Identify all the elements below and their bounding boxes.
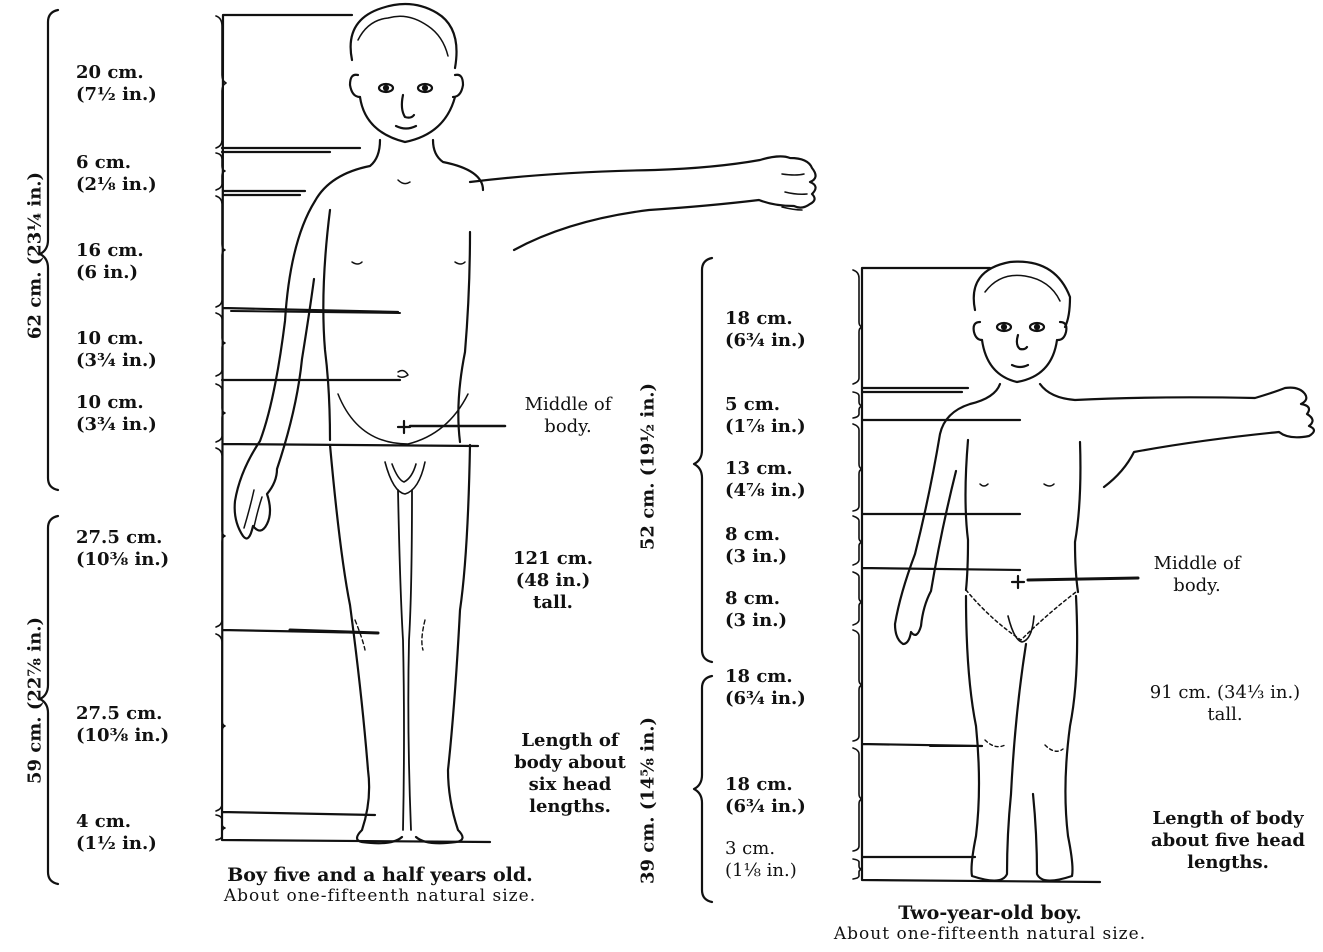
left-segment-2-label: 6 cm. (2⅛ in.) [76, 152, 157, 196]
right-middle-line2: body. [1132, 575, 1262, 597]
left-measure-boxes [222, 15, 490, 842]
right-seg5-cm: 8 cm. [725, 588, 787, 610]
right-caption-sub: About one-fifteenth natural size. [770, 924, 1210, 944]
left-segment-1-label: 20 cm. (7½ in.) [76, 62, 157, 106]
left-middle-label: Middle of body. [508, 394, 628, 438]
left-segment-5-label: 10 cm. (3¾ in.) [76, 392, 157, 436]
right-seg7-cm: 18 cm. [725, 774, 806, 796]
right-segment-1-label: 18 cm. (6¾ in.) [725, 308, 806, 352]
right-seg3-in: (4⅞ in.) [725, 480, 806, 502]
left-seg6-cm: 27.5 cm. [76, 527, 169, 549]
right-height-line2: tall. [1130, 704, 1320, 726]
left-height-line2: (48 in.) [498, 570, 608, 592]
left-height-label: 121 cm. (48 in.) tall. [498, 548, 608, 614]
left-middle-line1: Middle of [508, 394, 628, 416]
right-height-line1: 91 cm. (34⅓ in.) [1130, 682, 1320, 704]
right-seg6-cm: 18 cm. [725, 666, 806, 688]
right-segment-braces [853, 270, 862, 879]
left-seg6-in: (10⅜ in.) [76, 549, 169, 571]
right-middle-line1: Middle of [1132, 553, 1262, 575]
right-upper-total: 52 cm. (19½ in.) [638, 367, 659, 567]
left-segment-6-label: 27.5 cm. (10⅜ in.) [76, 527, 169, 571]
right-middle-label: Middle of body. [1132, 553, 1262, 597]
right-segment-8-label: 3 cm. (1⅛ in.) [725, 838, 797, 882]
left-upper-total: 62 cm. (23¼ in.) [25, 136, 46, 376]
left-segment-7-label: 27.5 cm. (10⅜ in.) [76, 703, 169, 747]
left-seg5-in: (3¾ in.) [76, 414, 157, 436]
left-caption: Boy five and a half years old. About one… [150, 864, 610, 906]
left-seg1-cm: 20 cm. [76, 62, 157, 84]
left-seg8-in: (1½ in.) [76, 833, 157, 855]
left-seg1-in: (7½ in.) [76, 84, 157, 106]
right-caption: Two-year-old boy. About one-fifteenth na… [770, 902, 1210, 944]
left-seg4-in: (3¾ in.) [76, 350, 157, 372]
right-seg3-cm: 13 cm. [725, 458, 806, 480]
right-lower-total: 39 cm. (14⅝ in.) [638, 701, 659, 901]
right-caption-title: Two-year-old boy. [770, 902, 1210, 924]
right-segment-7-label: 18 cm. (6¾ in.) [725, 774, 806, 818]
right-length-line1: Length of body [1136, 808, 1320, 830]
right-seg2-in: (1⅞ in.) [725, 416, 806, 438]
left-seg4-cm: 10 cm. [76, 328, 157, 350]
right-height-label: 91 cm. (34⅓ in.) tall. [1130, 682, 1320, 726]
left-segment-braces [216, 16, 226, 840]
left-height-line3: tall. [498, 592, 608, 614]
right-seg1-in: (6¾ in.) [725, 330, 806, 352]
right-seg6-in: (6¾ in.) [725, 688, 806, 710]
left-segment-8-label: 4 cm. (1½ in.) [76, 811, 157, 855]
left-seg3-in: (6 in.) [76, 262, 144, 284]
right-seg4-cm: 8 cm. [725, 524, 787, 546]
left-seg2-cm: 6 cm. [76, 152, 157, 174]
right-seg2-cm: 5 cm. [725, 394, 806, 416]
left-seg7-cm: 27.5 cm. [76, 703, 169, 725]
left-length-line1: Length of [505, 730, 635, 752]
left-seg8-cm: 4 cm. [76, 811, 157, 833]
right-segment-4-label: 8 cm. (3 in.) [725, 524, 787, 568]
left-seg3-cm: 16 cm. [76, 240, 144, 262]
left-lower-total: 59 cm. (22⅞ in.) [25, 581, 46, 821]
left-segment-4-label: 10 cm. (3¾ in.) [76, 328, 157, 372]
left-middle-line2: body. [508, 416, 628, 438]
right-pointer-lines [930, 578, 1138, 746]
right-length-label: Length of body about five head lengths. [1136, 808, 1320, 874]
left-caption-title: Boy five and a half years old. [150, 864, 610, 886]
right-seg1-cm: 18 cm. [725, 308, 806, 330]
left-length-line3: six head [505, 774, 635, 796]
right-seg5-in: (3 in.) [725, 610, 787, 632]
right-length-line3: lengths. [1136, 852, 1320, 874]
left-seg2-in: (2⅛ in.) [76, 174, 157, 196]
right-length-line2: about five head [1136, 830, 1320, 852]
right-seg8-in: (1⅛ in.) [725, 860, 797, 882]
left-caption-sub: About one-fifteenth natural size. [150, 886, 610, 906]
right-total-braces [694, 258, 712, 902]
left-length-label: Length of body about six head lengths. [505, 730, 635, 818]
right-seg7-in: (6¾ in.) [725, 796, 806, 818]
left-seg5-cm: 10 cm. [76, 392, 157, 414]
right-seg4-in: (3 in.) [725, 546, 787, 568]
right-segment-5-label: 8 cm. (3 in.) [725, 588, 787, 632]
right-segment-2-label: 5 cm. (1⅞ in.) [725, 394, 806, 438]
left-length-line4: lengths. [505, 796, 635, 818]
right-seg8-cm: 3 cm. [725, 838, 797, 860]
left-length-line2: body about [505, 752, 635, 774]
left-seg7-in: (10⅜ in.) [76, 725, 169, 747]
right-measure-boxes [862, 268, 1100, 882]
right-segment-3-label: 13 cm. (4⅞ in.) [725, 458, 806, 502]
right-segment-6-label: 18 cm. (6¾ in.) [725, 666, 806, 710]
left-height-line1: 121 cm. [498, 548, 608, 570]
left-segment-3-label: 16 cm. (6 in.) [76, 240, 144, 284]
